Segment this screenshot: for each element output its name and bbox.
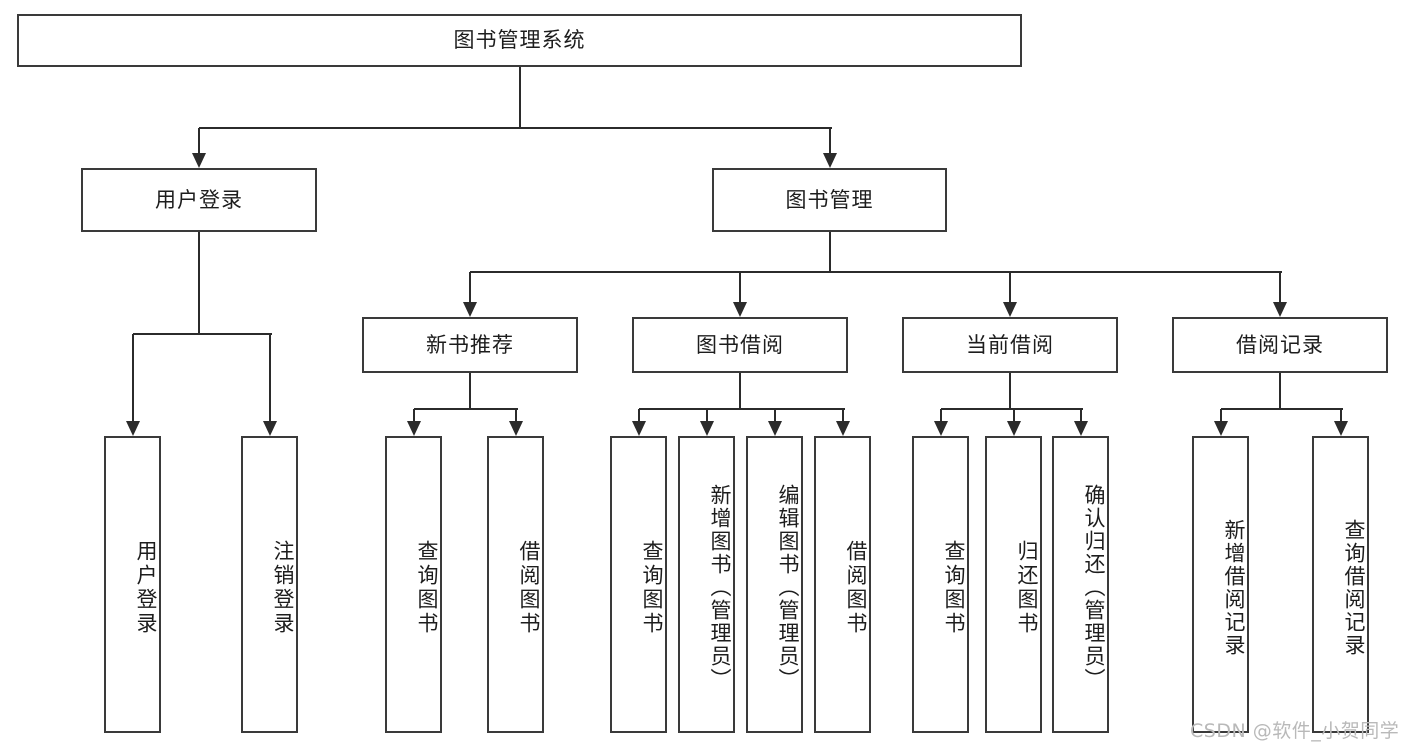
node-root-system[interactable]: 图书管理系统: [17, 14, 1022, 67]
leaf-query-book-current[interactable]: 查询图书: [912, 436, 969, 733]
arrow-head-icon: [835, 421, 850, 436]
node-borrow-record[interactable]: 借阅记录: [1172, 317, 1388, 373]
connector-vertical: [773, 409, 776, 422]
leaf-add-book-admin[interactable]: 新增图书（管理员）: [678, 436, 735, 733]
node-label: 图书管理: [785, 187, 874, 212]
leaf-confirm-return-admin[interactable]: 确认归还（管理员）: [1052, 436, 1109, 733]
connector-vertical: [268, 334, 271, 422]
connector-vertical: [518, 67, 521, 128]
node-book-borrow[interactable]: 图书借阅: [632, 317, 848, 373]
node-label: 用户登录: [155, 187, 243, 212]
arrow-head-icon: [125, 421, 140, 436]
node-label: 图书借阅: [696, 332, 784, 357]
arrow-head-icon: [767, 421, 782, 436]
node-label: 借阅记录: [1236, 332, 1324, 357]
connector-vertical: [828, 232, 831, 272]
arrow-head-icon: [1073, 421, 1088, 436]
arrow-head-icon: [262, 421, 277, 436]
connector-vertical: [1219, 409, 1222, 422]
connector-horizontal: [940, 408, 1083, 410]
connector-vertical: [739, 272, 741, 303]
arrow-head-icon: [508, 421, 523, 436]
node-label: 查询图书: [942, 539, 966, 636]
leaf-user-login[interactable]: 用户登录: [104, 436, 161, 733]
connector-vertical: [198, 232, 200, 334]
connector-horizontal: [470, 271, 1282, 273]
node-label: 图书管理系统: [453, 28, 586, 53]
connector-vertical: [1012, 409, 1015, 422]
leaf-query-borrow-record[interactable]: 查询借阅记录: [1312, 436, 1369, 733]
node-label: 借阅图书: [517, 539, 541, 636]
connector-vertical: [739, 373, 741, 409]
node-user-login[interactable]: 用户登录: [81, 168, 317, 232]
node-label: 查询图书: [415, 539, 439, 636]
node-current-borrow[interactable]: 当前借阅: [902, 317, 1118, 373]
connector-vertical: [637, 409, 640, 422]
connector-vertical: [1339, 409, 1342, 422]
arrow-head-icon: [733, 302, 747, 317]
arrow-head-icon: [631, 421, 646, 436]
arrow-head-icon: [933, 421, 948, 436]
connector-vertical: [198, 128, 200, 154]
node-book-management[interactable]: 图书管理: [712, 168, 947, 232]
connector-vertical: [1009, 272, 1011, 303]
connector-vertical: [1279, 373, 1281, 409]
connector-vertical: [1009, 373, 1011, 409]
leaf-query-book-borrow[interactable]: 查询图书: [610, 436, 667, 733]
csdn-watermark: CSDN @软件_小贺同学: [1190, 720, 1400, 742]
arrow-head-icon: [192, 153, 206, 168]
connector-horizontal: [413, 408, 518, 410]
node-label: 查询图书: [640, 539, 664, 636]
leaf-query-book-recommend[interactable]: 查询图书: [385, 436, 442, 733]
connector-vertical: [412, 409, 415, 422]
node-label: 编辑图书（管理员）: [776, 484, 800, 691]
connector-horizontal: [199, 127, 832, 129]
connector-vertical: [705, 409, 708, 422]
connector-horizontal: [638, 408, 845, 410]
node-new-book-recommend[interactable]: 新书推荐: [362, 317, 578, 373]
arrow-head-icon: [463, 302, 477, 317]
arrow-head-icon: [1333, 421, 1348, 436]
connector-vertical: [131, 334, 134, 422]
connector-horizontal: [1220, 408, 1343, 410]
connector-vertical: [514, 409, 517, 422]
node-label: 新书推荐: [426, 332, 514, 357]
leaf-add-borrow-record[interactable]: 新增借阅记录: [1192, 436, 1249, 733]
node-label: 确认归还（管理员）: [1082, 484, 1106, 691]
arrow-head-icon: [1213, 421, 1228, 436]
node-label: 借阅图书: [844, 539, 868, 636]
node-label: 新增图书（管理员）: [708, 484, 732, 691]
node-label: 归还图书: [1015, 539, 1039, 636]
connector-vertical: [469, 373, 471, 409]
node-label: 用户登录: [134, 539, 158, 636]
leaf-edit-book-admin[interactable]: 编辑图书（管理员）: [746, 436, 803, 733]
arrow-head-icon: [1003, 302, 1017, 317]
arrow-head-icon: [699, 421, 714, 436]
leaf-borrow-book[interactable]: 借阅图书: [814, 436, 871, 733]
node-label: 查询借阅记录: [1342, 518, 1366, 657]
leaf-return-book[interactable]: 归还图书: [985, 436, 1042, 733]
connector-vertical: [828, 128, 831, 154]
connector-vertical: [939, 409, 942, 422]
arrow-head-icon: [1006, 421, 1021, 436]
leaf-borrow-book-recommend[interactable]: 借阅图书: [487, 436, 544, 733]
leaf-user-logout[interactable]: 注销登录: [241, 436, 298, 733]
connector-vertical: [1279, 272, 1281, 303]
node-label: 当前借阅: [966, 332, 1054, 357]
connector-vertical: [1079, 409, 1082, 422]
node-label: 新增借阅记录: [1222, 518, 1246, 657]
node-label: 注销登录: [271, 539, 295, 636]
arrow-head-icon: [822, 153, 837, 168]
connector-vertical: [469, 272, 471, 303]
arrow-head-icon: [406, 421, 421, 436]
connector-vertical: [841, 409, 844, 422]
connector-horizontal: [132, 333, 272, 335]
arrow-head-icon: [1273, 302, 1287, 317]
